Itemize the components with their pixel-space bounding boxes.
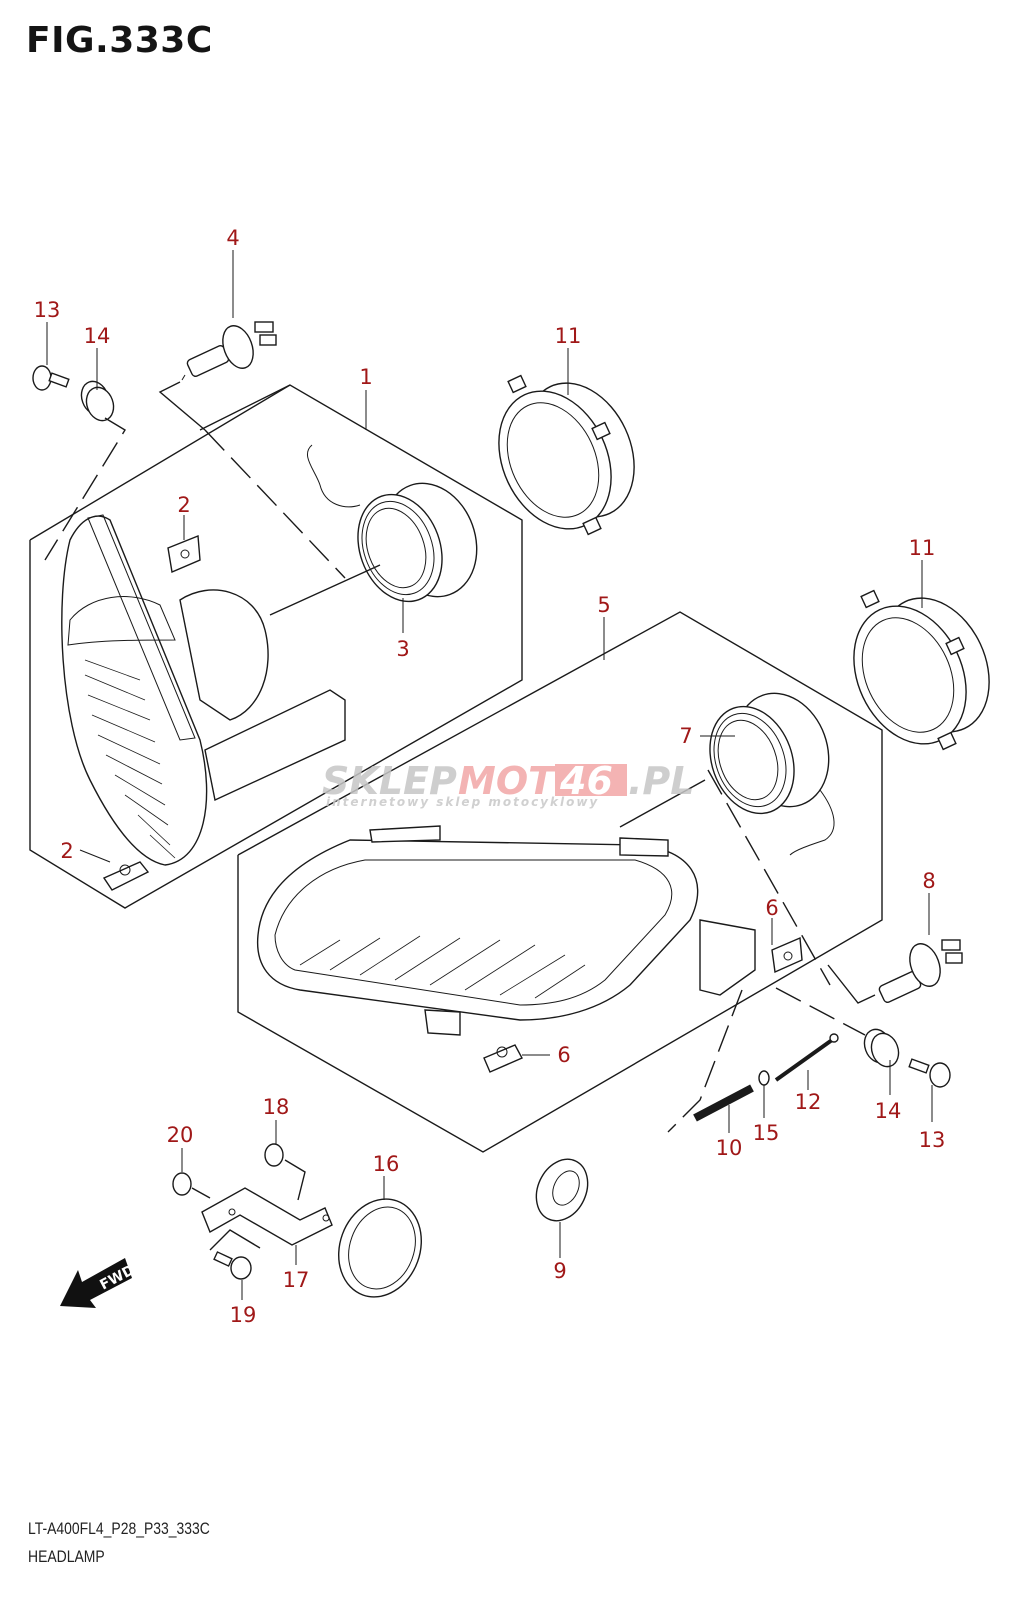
watermark-46: 46 (559, 759, 613, 803)
callout-5[interactable]: 5 (597, 593, 610, 617)
callout-10[interactable]: 10 (716, 1136, 743, 1160)
socket-cover-3 (306, 444, 478, 603)
callout-15[interactable]: 15 (753, 1121, 780, 1145)
callout-19[interactable]: 19 (230, 1303, 257, 1327)
callout-20[interactable]: 20 (167, 1123, 194, 1147)
bracket-17 (201, 1187, 333, 1246)
nut-20 (172, 1172, 192, 1196)
headlamp-right (256, 825, 756, 1036)
callout-1[interactable]: 1 (359, 365, 372, 389)
callout-4[interactable]: 4 (226, 226, 239, 250)
callout-6b[interactable]: 6 (557, 1043, 570, 1067)
headlamp-left (61, 514, 346, 866)
callout-7[interactable]: 7 (679, 724, 692, 748)
callout-9[interactable]: 9 (553, 1259, 566, 1283)
callout-13b[interactable]: 13 (919, 1128, 946, 1152)
leader-lines (46, 250, 933, 1300)
retaining-ring-11a (498, 374, 635, 536)
watermark-tagline: internetowy sklep motocyklowy (326, 795, 599, 809)
clip-nut-6b (483, 1044, 523, 1073)
spring-10 (693, 1084, 754, 1122)
watermark-moto: MOTO (458, 759, 586, 803)
callout-3[interactable]: 3 (396, 637, 409, 661)
figure-code: LT-A400FL4_P28_P33_333C (28, 1519, 210, 1538)
bulb-4 (181, 321, 277, 381)
callout-2b[interactable]: 2 (60, 839, 73, 863)
watermark-pl: .PL (628, 759, 695, 803)
callout-2a[interactable]: 2 (177, 493, 190, 517)
nut-18 (264, 1143, 284, 1167)
assembly-1-outline (29, 384, 523, 909)
clip-nut-6a (771, 936, 803, 974)
watermark-sklep: SKLEP (322, 759, 457, 803)
screw-19 (213, 1251, 252, 1280)
assembly-5-outline (237, 611, 883, 1153)
clip-nut-2a (167, 534, 201, 573)
callout-14b[interactable]: 14 (875, 1099, 902, 1123)
callout-8[interactable]: 8 (922, 869, 935, 893)
callout-6a[interactable]: 6 (765, 896, 778, 920)
socket-cover-7 (709, 692, 835, 856)
callout-11b[interactable]: 11 (909, 536, 936, 560)
bulb-8 (878, 939, 963, 1003)
callout-14a[interactable]: 14 (84, 324, 111, 348)
cushion-14a (80, 380, 115, 422)
screw-13b (908, 1058, 951, 1088)
adjusting-screw-12 (774, 1033, 839, 1082)
rubber-ring-9 (535, 1158, 589, 1222)
callout-12[interactable]: 12 (795, 1090, 822, 1114)
retaining-ring-11b (853, 589, 990, 751)
washer-15 (758, 1070, 770, 1086)
callout-16[interactable]: 16 (373, 1152, 400, 1176)
watermark: SKLEP MOTO 46 .PL internetowy sklep moto… (322, 759, 695, 809)
figure-title: FIG.333C (26, 20, 213, 61)
callout-13a[interactable]: 13 (34, 298, 61, 322)
cushion-14b (863, 1028, 900, 1068)
fwd-direction-arrow: FWD (60, 1258, 137, 1308)
callout-18[interactable]: 18 (263, 1095, 290, 1119)
callout-17[interactable]: 17 (283, 1268, 310, 1292)
reflector-16 (338, 1198, 422, 1298)
figure-name: HEADLAMP (28, 1547, 105, 1566)
callout-labels: 1 2 2 3 4 5 6 6 7 8 9 10 11 11 12 13 13 … (34, 226, 946, 1327)
clip-nut-2b (102, 861, 150, 891)
callout-11a[interactable]: 11 (555, 324, 582, 348)
screw-13a (32, 365, 70, 391)
